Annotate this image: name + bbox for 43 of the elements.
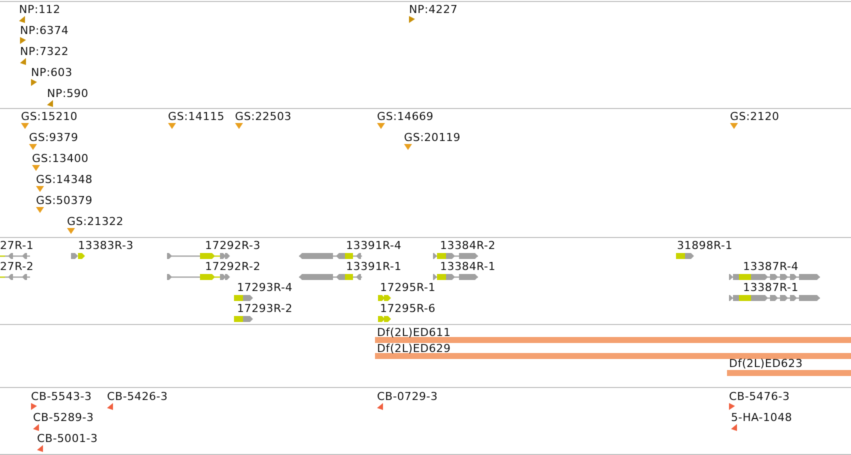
- feature-label: GS:14669: [377, 110, 434, 123]
- feature-label: Df(2L)ED623: [729, 357, 803, 370]
- feature-label: 13384R-1: [440, 260, 496, 273]
- feature-label: Df(2L)ED611: [377, 326, 451, 339]
- feature-label: CB-5289-3: [33, 411, 94, 424]
- feature-label: 17293R-4: [237, 281, 293, 294]
- feature-label: CB-5543-3: [31, 390, 92, 403]
- feature-label: 13383R-3: [78, 239, 134, 252]
- feature-label: Df(2L)ED629: [377, 342, 451, 355]
- feature-label: GS:50379: [36, 194, 93, 207]
- feature-label: NP:7322: [20, 45, 69, 58]
- feature-label: CB-5001-3: [37, 432, 98, 445]
- feature-label: 13384R-2: [440, 239, 496, 252]
- feature-label: NP:112: [19, 3, 60, 16]
- feature-label: CB-5426-3: [107, 390, 168, 403]
- feature-label: GS:22503: [235, 110, 292, 123]
- feature-label: 13387R-1: [743, 281, 799, 294]
- feature-label: GS:14348: [36, 173, 93, 186]
- feature-label: GS:14115: [168, 110, 225, 123]
- feature-label: CB-0729-3: [377, 390, 438, 403]
- feature-label: GS:15210: [21, 110, 78, 123]
- feature-label: 17292R-2: [205, 260, 261, 273]
- feature-label: GS:9379: [29, 131, 78, 144]
- feature-label: NP:4227: [409, 3, 458, 16]
- feature-label: NP:6374: [20, 24, 69, 37]
- feature-label: 27R-1: [0, 239, 34, 252]
- feature-label: NP:590: [47, 87, 88, 100]
- feature-label: 13391R-4: [346, 239, 402, 252]
- feature-label: GS:13400: [32, 152, 89, 165]
- feature-label: 31898R-1: [677, 239, 733, 252]
- feature-label: 13387R-4: [743, 260, 799, 273]
- feature-label: GS:21322: [67, 215, 124, 228]
- feature-label: 5-HA-1048: [731, 411, 792, 424]
- feature-label: GS:2120: [730, 110, 780, 123]
- feature-label: 17292R-3: [205, 239, 261, 252]
- feature-label: 27R-2: [0, 260, 34, 273]
- feature-label: CB-5476-3: [729, 390, 790, 403]
- feature-label: NP:603: [31, 66, 72, 79]
- feature-label: 17293R-2: [237, 302, 293, 315]
- feature-label: 13391R-1: [346, 260, 402, 273]
- feature-label: GS:20119: [404, 131, 461, 144]
- feature-label: 17295R-1: [380, 281, 436, 294]
- feature-label: 17295R-6: [380, 302, 436, 315]
